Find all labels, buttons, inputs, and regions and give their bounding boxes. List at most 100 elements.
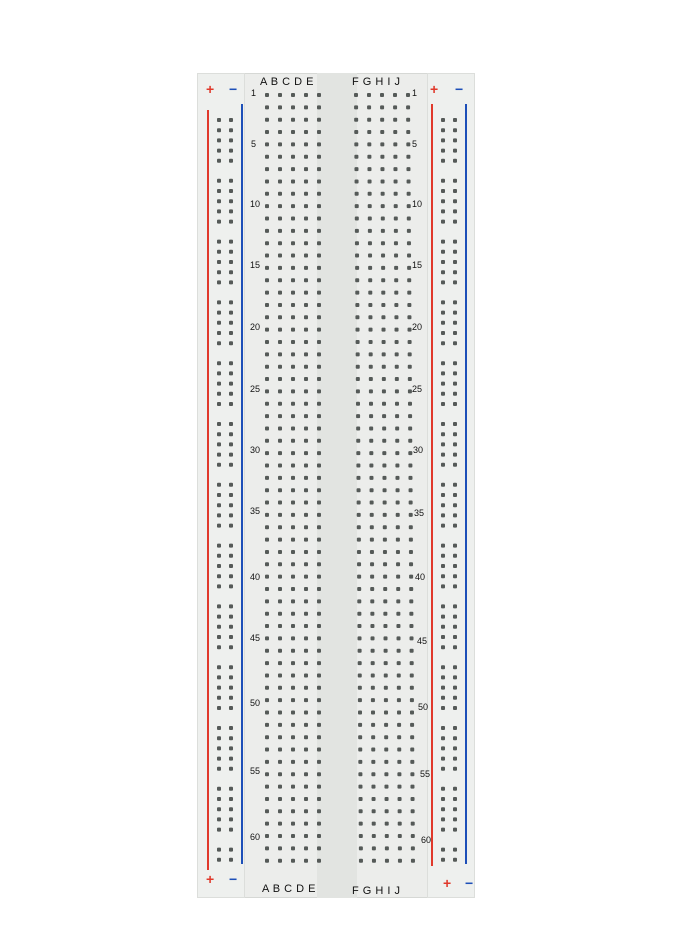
rail-hole[interactable] bbox=[229, 158, 233, 163]
terminal-hole[interactable] bbox=[368, 377, 373, 382]
terminal-hole[interactable] bbox=[317, 426, 321, 431]
terminal-hole[interactable] bbox=[291, 179, 295, 184]
terminal-hole[interactable] bbox=[395, 401, 399, 406]
terminal-hole[interactable] bbox=[408, 537, 413, 542]
terminal-hole[interactable] bbox=[291, 648, 295, 653]
rail-hole[interactable] bbox=[217, 766, 221, 771]
rail-hole[interactable] bbox=[229, 827, 233, 832]
terminal-hole[interactable] bbox=[278, 834, 282, 838]
terminal-hole[interactable] bbox=[291, 389, 295, 394]
terminal-hole[interactable] bbox=[278, 698, 282, 703]
rail-hole[interactable] bbox=[229, 493, 233, 497]
terminal-hole[interactable] bbox=[396, 673, 401, 678]
terminal-hole[interactable] bbox=[408, 401, 412, 406]
terminal-hole[interactable] bbox=[291, 154, 295, 159]
terminal-hole[interactable] bbox=[356, 500, 361, 505]
terminal-hole[interactable] bbox=[380, 142, 385, 147]
rail-hole[interactable] bbox=[229, 402, 233, 406]
terminal-hole[interactable] bbox=[369, 451, 374, 456]
terminal-hole[interactable] bbox=[317, 340, 321, 344]
terminal-hole[interactable] bbox=[291, 759, 295, 764]
rail-hole[interactable] bbox=[229, 685, 233, 690]
rail-hole[interactable] bbox=[229, 118, 233, 122]
terminal-hole[interactable] bbox=[357, 611, 362, 616]
terminal-hole[interactable] bbox=[367, 117, 372, 122]
terminal-hole[interactable] bbox=[304, 648, 308, 653]
terminal-hole[interactable] bbox=[291, 302, 295, 307]
rail-hole[interactable] bbox=[441, 847, 445, 852]
terminal-hole[interactable] bbox=[397, 809, 402, 814]
terminal-hole[interactable] bbox=[384, 846, 389, 851]
rail-hole[interactable] bbox=[229, 189, 233, 193]
terminal-hole[interactable] bbox=[397, 858, 402, 863]
terminal-hole[interactable] bbox=[380, 191, 385, 196]
terminal-hole[interactable] bbox=[380, 130, 385, 135]
rail-hole[interactable] bbox=[229, 422, 233, 426]
rail-hole[interactable] bbox=[441, 452, 445, 457]
terminal-hole[interactable] bbox=[409, 624, 414, 629]
terminal-hole[interactable] bbox=[278, 747, 282, 752]
rail-hole[interactable] bbox=[441, 614, 445, 619]
rail-hole[interactable] bbox=[229, 300, 233, 305]
rail-hole[interactable] bbox=[217, 614, 221, 619]
terminal-hole[interactable] bbox=[393, 204, 398, 209]
terminal-hole[interactable] bbox=[304, 117, 308, 122]
rail-hole[interactable] bbox=[217, 189, 221, 193]
rail-hole[interactable] bbox=[441, 331, 445, 335]
terminal-hole[interactable] bbox=[317, 636, 321, 641]
rail-hole[interactable] bbox=[217, 847, 221, 852]
terminal-hole[interactable] bbox=[278, 587, 282, 591]
terminal-hole[interactable] bbox=[278, 352, 282, 357]
terminal-hole[interactable] bbox=[265, 167, 269, 172]
rail-hole[interactable] bbox=[441, 138, 445, 143]
terminal-hole[interactable] bbox=[304, 401, 308, 406]
terminal-hole[interactable] bbox=[291, 858, 295, 863]
rail-hole[interactable] bbox=[441, 675, 445, 680]
terminal-hole[interactable] bbox=[291, 401, 295, 406]
rail-hole[interactable] bbox=[441, 685, 445, 690]
rail-hole[interactable] bbox=[453, 847, 457, 852]
terminal-hole[interactable] bbox=[381, 377, 386, 382]
terminal-hole[interactable] bbox=[358, 722, 363, 727]
rail-hole[interactable] bbox=[441, 391, 445, 396]
terminal-hole[interactable] bbox=[304, 105, 308, 110]
terminal-hole[interactable] bbox=[354, 154, 359, 159]
terminal-hole[interactable] bbox=[317, 290, 321, 295]
terminal-hole[interactable] bbox=[265, 587, 269, 591]
terminal-hole[interactable] bbox=[406, 142, 411, 147]
terminal-hole[interactable] bbox=[265, 253, 269, 258]
rail-hole[interactable] bbox=[229, 391, 233, 396]
terminal-hole[interactable] bbox=[354, 93, 358, 97]
rail-hole[interactable] bbox=[441, 422, 445, 426]
terminal-hole[interactable] bbox=[383, 624, 388, 629]
terminal-hole[interactable] bbox=[278, 105, 282, 110]
terminal-hole[interactable] bbox=[291, 636, 295, 641]
terminal-hole[interactable] bbox=[317, 463, 321, 468]
terminal-hole[interactable] bbox=[393, 191, 398, 196]
terminal-hole[interactable] bbox=[304, 661, 308, 666]
rail-hole[interactable] bbox=[453, 118, 457, 122]
terminal-hole[interactable] bbox=[291, 673, 295, 678]
rail-hole[interactable] bbox=[229, 280, 233, 285]
terminal-hole[interactable] bbox=[278, 216, 282, 221]
terminal-hole[interactable] bbox=[278, 438, 282, 443]
terminal-hole[interactable] bbox=[407, 278, 412, 283]
terminal-hole[interactable] bbox=[354, 204, 359, 209]
terminal-hole[interactable] bbox=[406, 93, 410, 97]
terminal-hole[interactable] bbox=[278, 451, 282, 456]
terminal-hole[interactable] bbox=[291, 216, 295, 221]
rail-hole[interactable] bbox=[229, 797, 233, 801]
terminal-hole[interactable] bbox=[278, 463, 282, 468]
terminal-hole[interactable] bbox=[355, 253, 360, 258]
terminal-hole[interactable] bbox=[367, 93, 371, 97]
terminal-hole[interactable] bbox=[382, 537, 387, 542]
terminal-hole[interactable] bbox=[304, 142, 308, 147]
terminal-hole[interactable] bbox=[394, 352, 399, 357]
terminal-hole[interactable] bbox=[408, 512, 413, 517]
terminal-hole[interactable] bbox=[394, 278, 399, 283]
rail-hole[interactable] bbox=[229, 371, 233, 376]
terminal-hole[interactable] bbox=[304, 809, 308, 814]
terminal-hole[interactable] bbox=[354, 241, 359, 246]
rail-hole[interactable] bbox=[229, 635, 233, 639]
rail-hole[interactable] bbox=[453, 726, 457, 730]
